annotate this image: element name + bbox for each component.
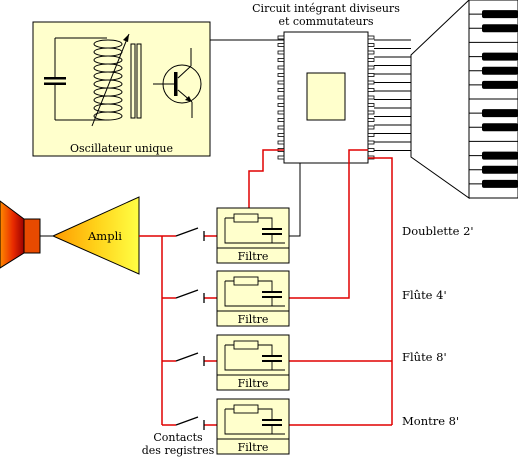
register-label-montre8: Montre 8' (402, 414, 460, 428)
ic-pin-left (277, 58, 285, 62)
contacts-label: Contacts des registres (133, 431, 223, 457)
capacitor-icon (262, 355, 282, 357)
ic-pin-right (367, 118, 375, 122)
ic-pin-right (367, 88, 375, 92)
resistor-icon (233, 213, 259, 223)
ic-pin-left (277, 125, 285, 130)
ic-pin-left (277, 80, 285, 85)
ic-pin-right (367, 43, 375, 47)
ic-pin-left (277, 133, 285, 137)
resistor-icon (233, 404, 259, 414)
transistor-icon (153, 48, 202, 118)
oscillator-block (32, 21, 211, 157)
ic-title-line1: Circuit intégrant diviseurs (252, 2, 400, 15)
ic-pin-right (367, 110, 375, 115)
black-key (482, 52, 518, 61)
ic-pin-left (277, 73, 285, 77)
filter-block: Filtre (216, 334, 290, 391)
black-key (482, 123, 518, 132)
ic-pin-left (277, 118, 285, 122)
ic-pin-left (277, 35, 285, 40)
ic-pin-right (367, 50, 375, 55)
black-key (482, 109, 518, 118)
filter-label: Filtre (238, 313, 269, 326)
ic-pin-right (367, 95, 375, 100)
keyboard-bus (374, 39, 411, 151)
black-key (482, 10, 518, 19)
ic-pin-right (367, 133, 375, 137)
filter1-to-ic-wire (289, 163, 301, 237)
black-key (482, 151, 518, 160)
register-switches (175, 227, 205, 430)
ic-pin-left (277, 88, 285, 92)
ic-pin-right (367, 125, 375, 130)
switch-montre8[interactable] (175, 416, 199, 426)
switch-flute4[interactable] (175, 289, 199, 299)
ic-title-line2: et commutateurs (278, 15, 374, 28)
register-label-doublette: Doublette 2' (402, 224, 474, 238)
ic-pin-left (277, 140, 285, 145)
switch-flute8[interactable] (175, 352, 199, 362)
ic-pin-right (367, 65, 375, 70)
black-key (482, 179, 518, 188)
ic-pin-right (367, 58, 375, 62)
filter-label: Filtre (238, 377, 269, 390)
ic-pin-right (367, 140, 375, 145)
contacts-line2: des registres (141, 444, 215, 457)
ic-title: Circuit intégrant diviseurs et commutate… (246, 2, 406, 28)
switch-doublette[interactable] (175, 227, 199, 237)
ic-pin-left (277, 155, 285, 160)
divider-ic-chip (277, 31, 375, 164)
filter-block: Filtre (216, 270, 290, 327)
black-key (482, 66, 518, 75)
ic-pin-left (277, 103, 285, 107)
filter-label: Filtre (238, 250, 269, 263)
keyboard-icon (468, 0, 518, 199)
filter-block: Filtre (216, 207, 290, 264)
capacitor-icon (262, 419, 282, 421)
ic-pin-right (367, 73, 375, 77)
ic-pin-right (367, 148, 375, 152)
register-label-flute4: Flûte 4' (402, 288, 447, 302)
black-key (482, 24, 518, 33)
ic-pin-left (277, 43, 285, 47)
loudspeaker-icon (0, 200, 53, 269)
keyboard-connector (410, 0, 470, 199)
ic-pin-left (277, 95, 285, 100)
coil-icon (91, 33, 130, 127)
filter-label: Filtre (238, 441, 269, 454)
ic-pin-left (277, 50, 285, 55)
black-key (482, 165, 518, 174)
contacts-line1: Contacts (153, 431, 203, 444)
register-label-flute8: Flûte 8' (402, 350, 447, 364)
ic-pin-right (367, 80, 375, 85)
ic-pin-right (367, 103, 375, 107)
resistor-icon (233, 276, 259, 286)
capacitor-icon (262, 228, 282, 230)
capacitor-icon (262, 291, 282, 293)
ic-pin-left (277, 65, 285, 70)
resistor-icon (233, 340, 259, 350)
ic-pin-right (367, 35, 375, 40)
black-key (482, 80, 518, 89)
amplifier-label: Ampli (88, 229, 122, 243)
ic-pin-left (277, 110, 285, 115)
filter-block: Filtre (216, 398, 290, 455)
oscillator-label: Oscillateur unique (70, 142, 174, 155)
